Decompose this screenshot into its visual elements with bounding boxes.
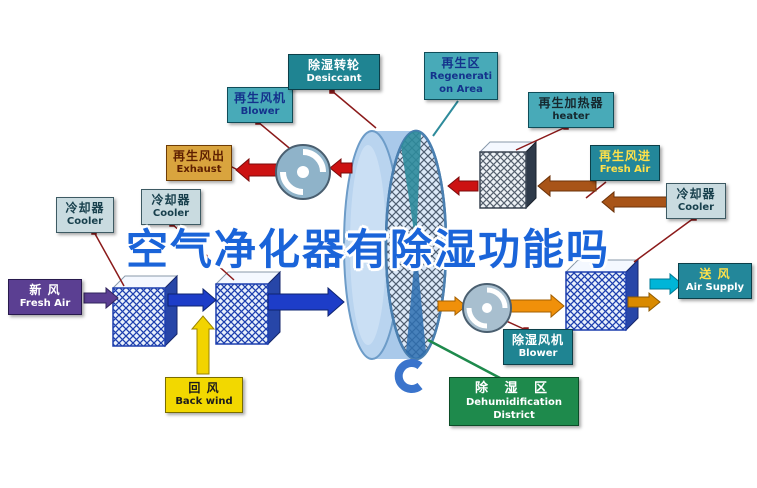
label-regen-fresh-air-en: Fresh Air (599, 164, 651, 175)
label-cooler-left-zh: 冷却器 (65, 201, 105, 215)
label-regen-fresh-air-zh: 再生风进 (598, 149, 651, 163)
arrow-heater-to-wheel (447, 175, 479, 197)
label-regen-heater: 再生加热器 heater (528, 92, 614, 128)
label-dehumid-blower: 除湿风机 Blower (503, 329, 573, 365)
label-exhaust-en: Exhaust (176, 164, 222, 175)
wheel-dehumid-sector (406, 245, 426, 359)
label-dehumid-blower-zh: 除湿风机 (511, 333, 564, 347)
arrow-return-air (190, 315, 216, 375)
heat-exchanger-left (111, 274, 179, 348)
label-dehumid-blower-en: Blower (518, 348, 558, 359)
label-fresh-air-in: 新 风 Fresh Air (8, 279, 82, 315)
label-dehumid-district: 除 湿 区 Dehumidification District (449, 377, 579, 427)
label-regen-blower-zh: 再生风机 (233, 91, 286, 105)
regeneration-fan (275, 144, 331, 200)
page-title: 空气净化器有除湿功能吗 (126, 225, 611, 274)
label-regen-blower-en: Blower (240, 106, 280, 117)
dehumid-district-leader (427, 338, 501, 380)
label-cooler-mid: 冷却器 Cooler (141, 189, 201, 225)
wheel-regeneration-sector (401, 131, 421, 245)
arrow-process-air-1 (167, 287, 217, 313)
label-desiccant-wheel-zh: 除湿转轮 (307, 58, 360, 72)
heat-exchanger-right (564, 258, 640, 332)
arrow-regen-to-blower (329, 157, 353, 179)
label-desiccant-wheel: 除湿转轮 Desiccant (288, 54, 380, 90)
arrow-fresh-air-in (83, 286, 119, 310)
label-air-supply: 送 风 Air Supply (678, 263, 752, 299)
label-exhaust: 再生风出 Exhaust (166, 145, 232, 181)
arrow-dry-air-3 (627, 291, 661, 313)
label-desiccant-wheel-en: Desiccant (306, 73, 362, 84)
dehumidification-fan (462, 283, 512, 333)
label-regen-fresh-air: 再生风进 Fresh Air (590, 145, 660, 181)
label-regen-blower: 再生风机 Blower (227, 87, 293, 123)
label-regen-heater-en: heater (552, 111, 590, 122)
label-regeneration-area: 再生区 Regeneration Area (424, 52, 498, 100)
label-exhaust-zh: 再生风出 (172, 149, 225, 163)
arrow-dry-air-1 (437, 295, 467, 317)
label-back-wind-en: Back wind (175, 396, 233, 407)
label-dehumid-district-zh: 除 湿 区 (474, 381, 554, 396)
label-cooler-right-zh: 冷却器 (676, 187, 716, 201)
arrow-regen-intake (601, 190, 673, 214)
arrow-process-air-2 (267, 286, 345, 318)
label-fresh-air-in-en: Fresh Air (19, 298, 71, 309)
arrow-cooler-to-heater (537, 174, 597, 198)
regeneration-heater-block (478, 140, 538, 210)
label-regeneration-area-en: Regeneration Area (429, 71, 493, 95)
label-back-wind-zh: 回 风 (188, 381, 220, 395)
label-cooler-left: 冷却器 Cooler (56, 197, 114, 233)
desiccant-wheel-graphic (343, 129, 448, 393)
label-regeneration-area-zh: 再生区 (441, 56, 481, 70)
label-cooler-mid-zh: 冷却器 (151, 193, 191, 207)
label-cooler-right: 冷却器 Cooler (666, 183, 726, 219)
label-cooler-mid-en: Cooler (152, 208, 190, 219)
arrow-air-supply (649, 272, 683, 296)
label-fresh-air-in-zh: 新 风 (29, 283, 61, 297)
wheel-rotation-mark (394, 359, 423, 393)
label-air-supply-en: Air Supply (685, 282, 745, 293)
label-air-supply-zh: 送 风 (699, 267, 731, 281)
label-cooler-left-en: Cooler (66, 216, 104, 227)
label-back-wind: 回 风 Back wind (165, 377, 243, 413)
label-dehumid-district-en: Dehumidification District (465, 397, 563, 421)
label-cooler-right-en: Cooler (677, 202, 715, 213)
label-regen-heater-zh: 再生加热器 (538, 96, 604, 110)
